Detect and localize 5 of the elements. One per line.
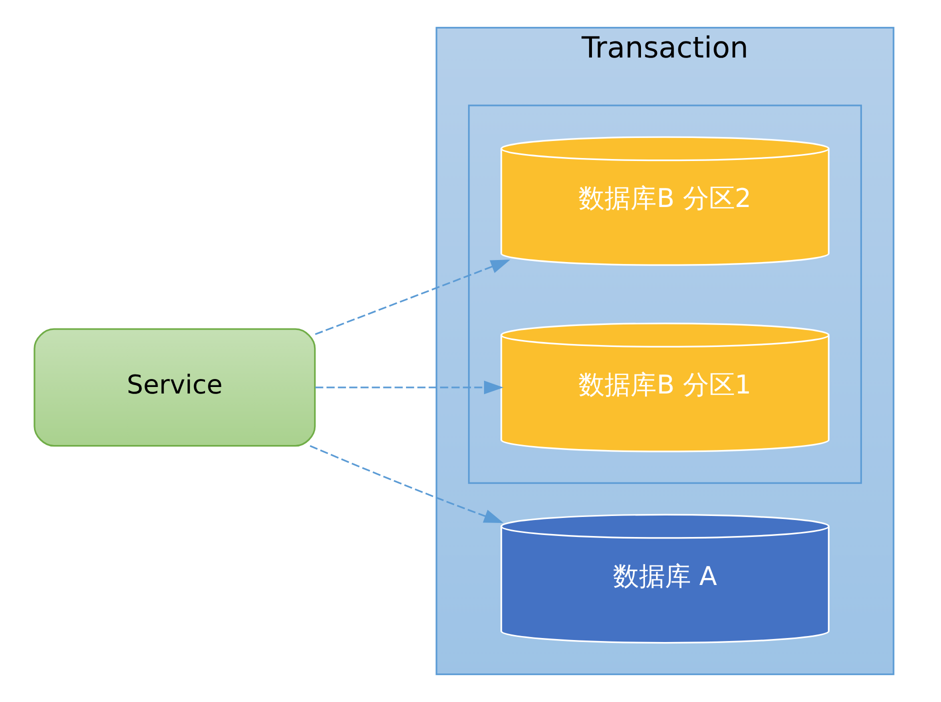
node-box: Service xyxy=(34,328,316,447)
arrow xyxy=(314,260,510,336)
cluster xyxy=(468,104,862,484)
arrow xyxy=(310,445,504,523)
arrow xyxy=(315,380,504,394)
